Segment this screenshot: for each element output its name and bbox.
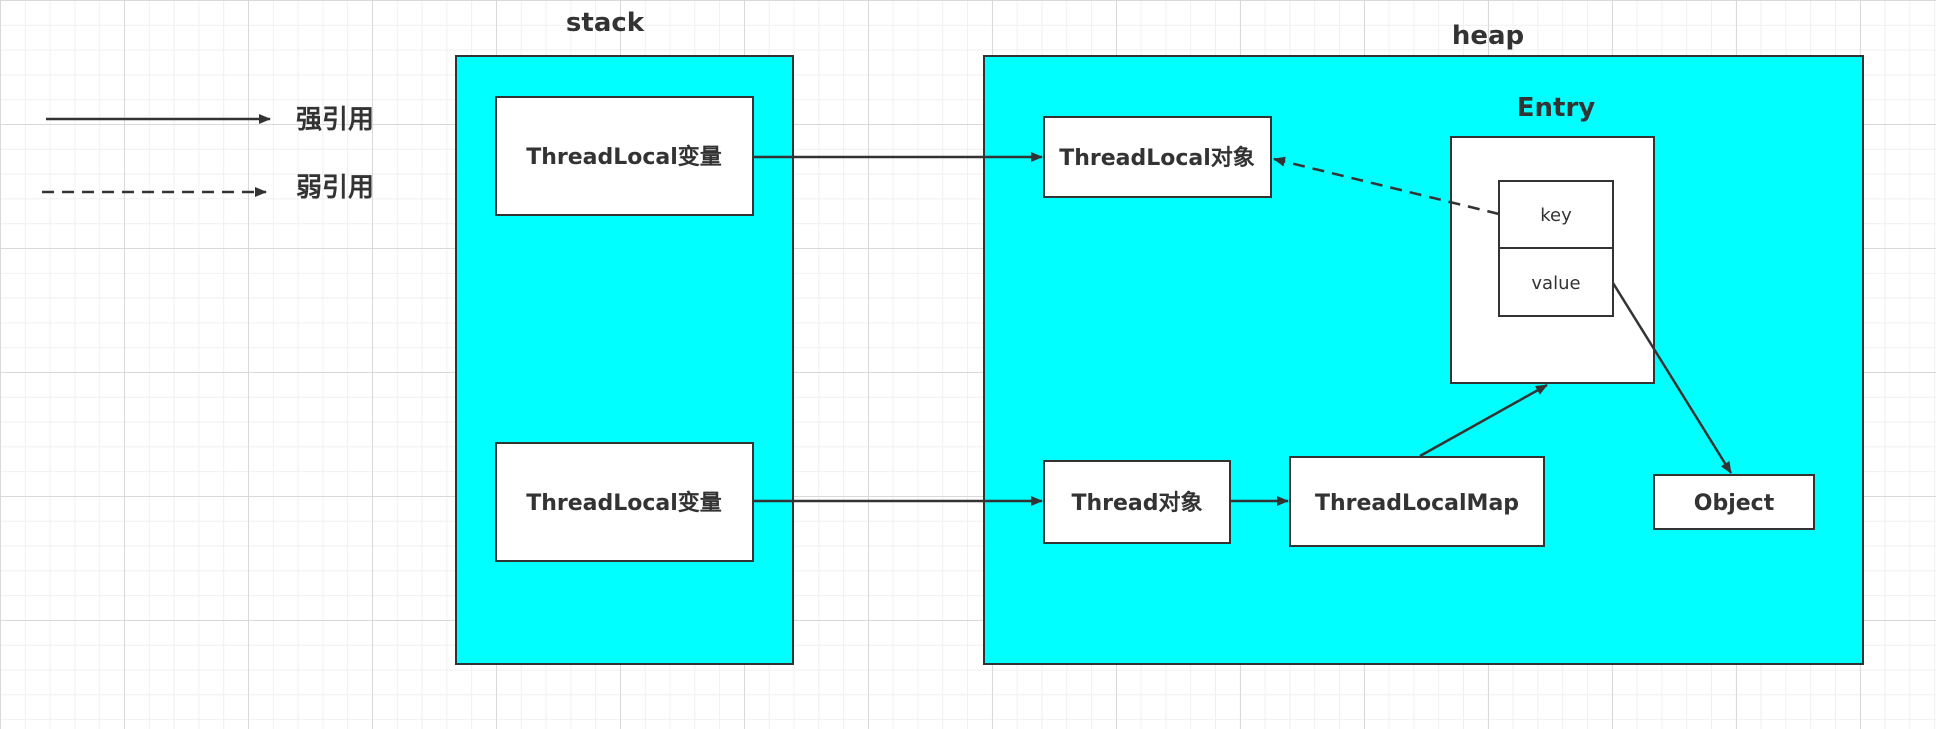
- threadlocal-object-label: ThreadLocal对象: [1059, 145, 1255, 171]
- heap-title: heap: [1452, 21, 1524, 51]
- thread-object-box: [1043, 460, 1231, 544]
- entry-key-label: key: [1540, 205, 1572, 226]
- stack-region: stack ThreadLocal变量 ThreadLocal变量: [455, 8, 794, 665]
- threadlocal-object-box: [1043, 116, 1272, 198]
- weak-reference-legend-label: 弱引用: [296, 173, 374, 203]
- reference-arrows: [753, 152, 1733, 506]
- stack-var-bottom-label: ThreadLocal变量: [526, 490, 722, 516]
- entry-key-box: [1498, 180, 1614, 249]
- threadlocal-map-label: ThreadLocalMap: [1315, 491, 1519, 516]
- object-label: Object: [1694, 491, 1775, 516]
- object-box: [1653, 474, 1815, 530]
- thread-object-label: Thread对象: [1071, 490, 1202, 516]
- heap-region: heap ThreadLocal对象 Entry key value Threa…: [983, 21, 1864, 665]
- threadlocal-map-box: [1289, 456, 1545, 547]
- entry-value-label: value: [1531, 273, 1580, 294]
- stack-title: stack: [566, 8, 645, 38]
- value-to-object-arrow: [1611, 282, 1733, 474]
- entry-value-box: [1498, 247, 1614, 317]
- stack-var-top-box: [495, 96, 754, 216]
- map-to-entry-arrow: [1419, 383, 1548, 458]
- stack-var-top-label: ThreadLocal变量: [526, 144, 722, 170]
- legend: 强引用 弱引用: [42, 105, 374, 203]
- strong-reference-legend-label: 强引用: [296, 105, 374, 135]
- entry-title: Entry: [1517, 93, 1596, 123]
